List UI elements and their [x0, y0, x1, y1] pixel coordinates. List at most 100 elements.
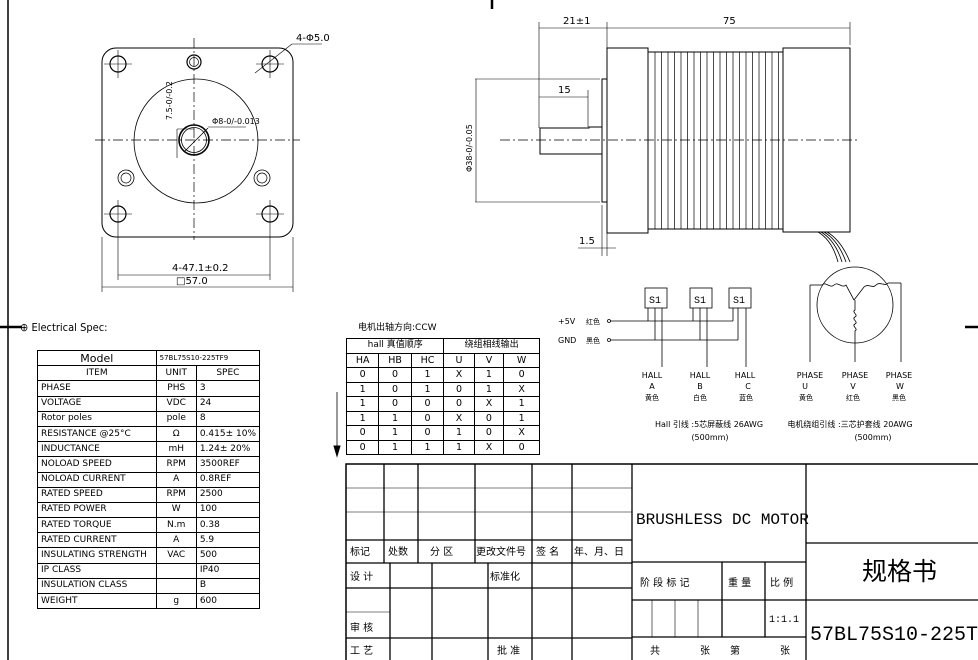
hall-cell: 0 — [473, 425, 505, 441]
vcc-color: 红色 — [586, 317, 600, 326]
header-spec: SPEC — [195, 365, 261, 382]
rev-header-docno: 更改文件号 — [476, 545, 526, 558]
spec-unit: W — [155, 501, 197, 519]
hall-col-header: HA — [345, 352, 380, 368]
hall-cell: 0 — [378, 396, 412, 412]
spec-unit — [155, 562, 197, 579]
spec-unit: RPM — [155, 456, 197, 473]
hall-b-color: 白色 — [693, 393, 707, 402]
scale-label: 比 例 — [770, 576, 793, 589]
spec-value: B — [195, 577, 261, 595]
spec-item: RATED SPEED — [37, 486, 157, 503]
rev-header-date: 年、月、日 — [574, 545, 624, 558]
spec-value: 500 — [195, 547, 261, 564]
hall-sensor-a: S1 — [649, 296, 661, 307]
hall-cell: 1 — [378, 439, 412, 455]
phase-w-name: PHASE — [886, 371, 912, 380]
spec-unit: VDC — [155, 395, 197, 412]
hall-cell: X — [443, 367, 475, 383]
spec-value: 100 — [195, 501, 261, 519]
hall-col-header: V — [473, 352, 505, 368]
shaft-direction-title: 电机出轴方向:CCW — [358, 321, 437, 333]
shaft — [539, 126, 603, 155]
spec-item: INDUCTANCE — [37, 441, 157, 458]
hall-b-name: HALL — [690, 371, 711, 380]
title-block-text: 标记 处数 分 区 更改文件号 签 名 年、月、日 设 计 标准化 审 核 工 … — [350, 511, 978, 657]
weight-label: 重 量 — [728, 576, 751, 589]
hall-cell: 1 — [443, 439, 475, 455]
spec-value: 600 — [195, 592, 261, 610]
electrical-spec-heading: ⊕ Electrical Spec: — [20, 321, 108, 334]
hall-c-color: 蓝色 — [739, 393, 753, 402]
hall-cell: 0 — [410, 425, 445, 441]
scale-value: 1:1.1 — [769, 615, 799, 626]
hall-cable-spec: Hall 引线 :5芯屏蔽线 26AWG — [655, 419, 763, 429]
shaft-length-dim: 21±1 — [563, 16, 590, 27]
spec-value: 2500 — [195, 486, 261, 503]
hall-cell: 1 — [410, 381, 445, 397]
spec-unit: g — [155, 592, 197, 610]
hall-cell: 1 — [345, 381, 380, 397]
header-unit: UNIT — [155, 365, 197, 382]
hall-cell: 0 — [345, 425, 380, 441]
output-group-header: 绕组相线输出 — [443, 338, 540, 354]
hall-col-header: HB — [378, 352, 412, 368]
hall-cell: X — [503, 381, 540, 397]
spec-unit: N.m — [155, 517, 197, 534]
phase-w-color: 黑色 — [892, 393, 906, 402]
spec-value: 0.8REF — [195, 471, 261, 488]
hall-cell: 1 — [503, 410, 540, 426]
spec-item: RATED POWER — [37, 501, 157, 519]
pilot-diameter-dim: Φ38-0/-0.05 — [465, 124, 474, 172]
rev-header-mark: 标记 — [350, 546, 370, 558]
hall-cell: X — [473, 439, 505, 455]
sheet-unit-label: 张 — [780, 645, 790, 657]
spec-item: RATED TORQUE — [37, 517, 157, 534]
sheets-unit-label: 张 — [700, 645, 710, 657]
hall-cell: X — [473, 396, 505, 412]
hall-cable-length: (500mm) — [691, 433, 728, 442]
hall-labels: HALL A 黄色 HALL B 白色 HALL C 蓝色 PHASE U 黄色… — [642, 371, 913, 442]
hall-cell: X — [443, 410, 475, 426]
spec-unit: PHS — [155, 380, 197, 397]
phase-u-letter: U — [802, 382, 808, 391]
hall-cell: 0 — [345, 367, 380, 383]
hall-a-color: 黄色 — [645, 393, 659, 402]
spec-header-row: ITEM UNIT SPEC — [37, 365, 261, 382]
model-row: Model 57BL75S10-225TF9 — [37, 349, 261, 367]
wiring-diagram — [607, 266, 902, 367]
gnd-label: GND — [558, 336, 576, 345]
hall-cell: 1 — [473, 381, 505, 397]
hall-cell: X — [503, 425, 540, 441]
spec-value: 1.24± 20% — [195, 441, 261, 458]
hall-cell: 0 — [443, 381, 475, 397]
spec-value: 3 — [195, 380, 261, 397]
hall-c-name: HALL — [735, 371, 756, 380]
rev-header-sign: 签 名 — [536, 545, 559, 558]
hall-cell: 0 — [345, 439, 380, 455]
lead-wires — [817, 231, 851, 263]
spec-value: 24 — [195, 395, 261, 412]
spec-value: 3500REF — [195, 456, 261, 473]
approve-label: 批 准 — [497, 644, 520, 657]
hall-cell: 1 — [410, 439, 445, 455]
hall-col-header: HC — [410, 352, 445, 368]
spec-item: NOLOAD CURRENT — [37, 471, 157, 488]
phase-v-color: 红色 — [846, 393, 860, 402]
spec-unit: A — [155, 471, 197, 488]
product-name: BRUSHLESS DC MOTOR — [636, 511, 809, 529]
